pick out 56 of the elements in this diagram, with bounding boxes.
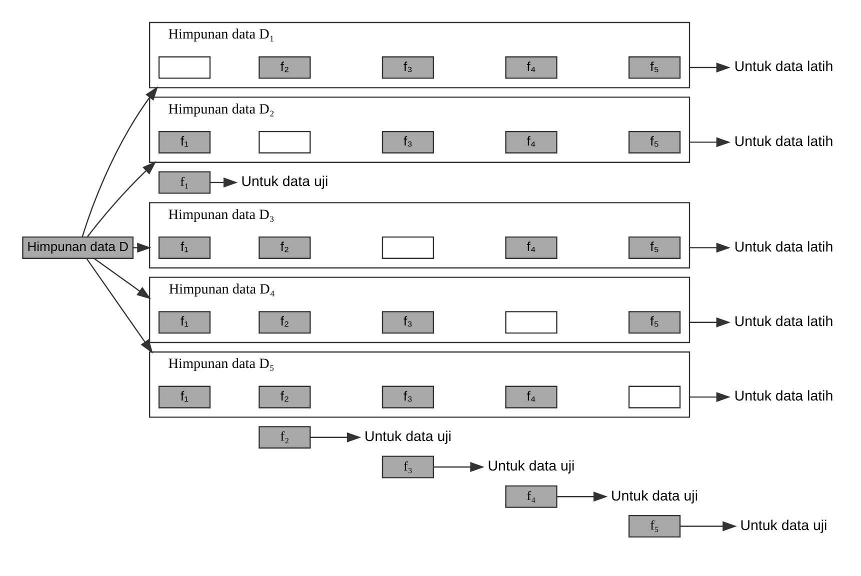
node-box: f₃ [382,130,434,154]
node-text: Untuk data latih [734,388,834,405]
node-text: Untuk data latih [734,59,834,76]
node-text: Untuk data uji [488,458,575,475]
node-box: Himpunan data D [22,236,134,259]
node-text: Untuk data latih [734,314,834,330]
node-box: f₅ [628,236,681,259]
node-box: f₁ [158,311,211,334]
node-box: f₅ [628,130,681,154]
arrow [210,178,238,188]
node-box: f₅ [628,56,681,79]
node-box [628,386,681,408]
node-text: Untuk data latih [734,134,834,150]
node-box: f₃ [382,386,434,408]
node-box: f₃ [382,311,434,334]
node-box: f₁ [158,236,211,259]
node-text: Untuk data latih [734,239,834,256]
node-box: f₂ [258,426,311,449]
node-box: f₃ [382,456,434,478]
arrow [94,258,152,300]
arrow [310,432,362,442]
arrow [690,137,731,148]
node-box [382,236,434,259]
arrow [87,161,156,237]
arrow [82,86,158,238]
node-text: Untuk data uji [364,429,452,446]
node-text: Untuk data uji [611,488,698,504]
arrow [680,521,737,532]
node-box: f₄ [505,130,558,154]
node-box: f₅ [628,311,681,334]
arrow [434,462,484,472]
node-box [158,56,211,79]
node-box: f₂ [258,56,311,79]
arrow [690,392,731,402]
node-box: f₂ [258,386,311,408]
node-box [505,311,558,334]
node-box: f₂ [258,236,311,259]
node-text: Untuk data uji [740,518,828,534]
node-box: f₂ [258,311,311,334]
arrow [690,62,731,73]
node-box [258,130,311,154]
node-box: f₄ [505,386,558,408]
arrow [690,242,731,253]
node-box: f₄ [505,236,558,259]
node-box: f₁ [158,130,211,154]
arrow [133,242,152,253]
node-box: f₁ [158,171,211,194]
node-text: Untuk data uji [241,174,328,190]
node-box: f₄ [505,56,558,79]
arrow [690,317,731,328]
node-box: f₁ [158,386,211,408]
arrow [86,258,153,354]
node-box: f₃ [382,56,434,79]
arrow [556,492,608,502]
node-box: f₄ [505,485,558,508]
node-box: f₅ [628,515,681,538]
